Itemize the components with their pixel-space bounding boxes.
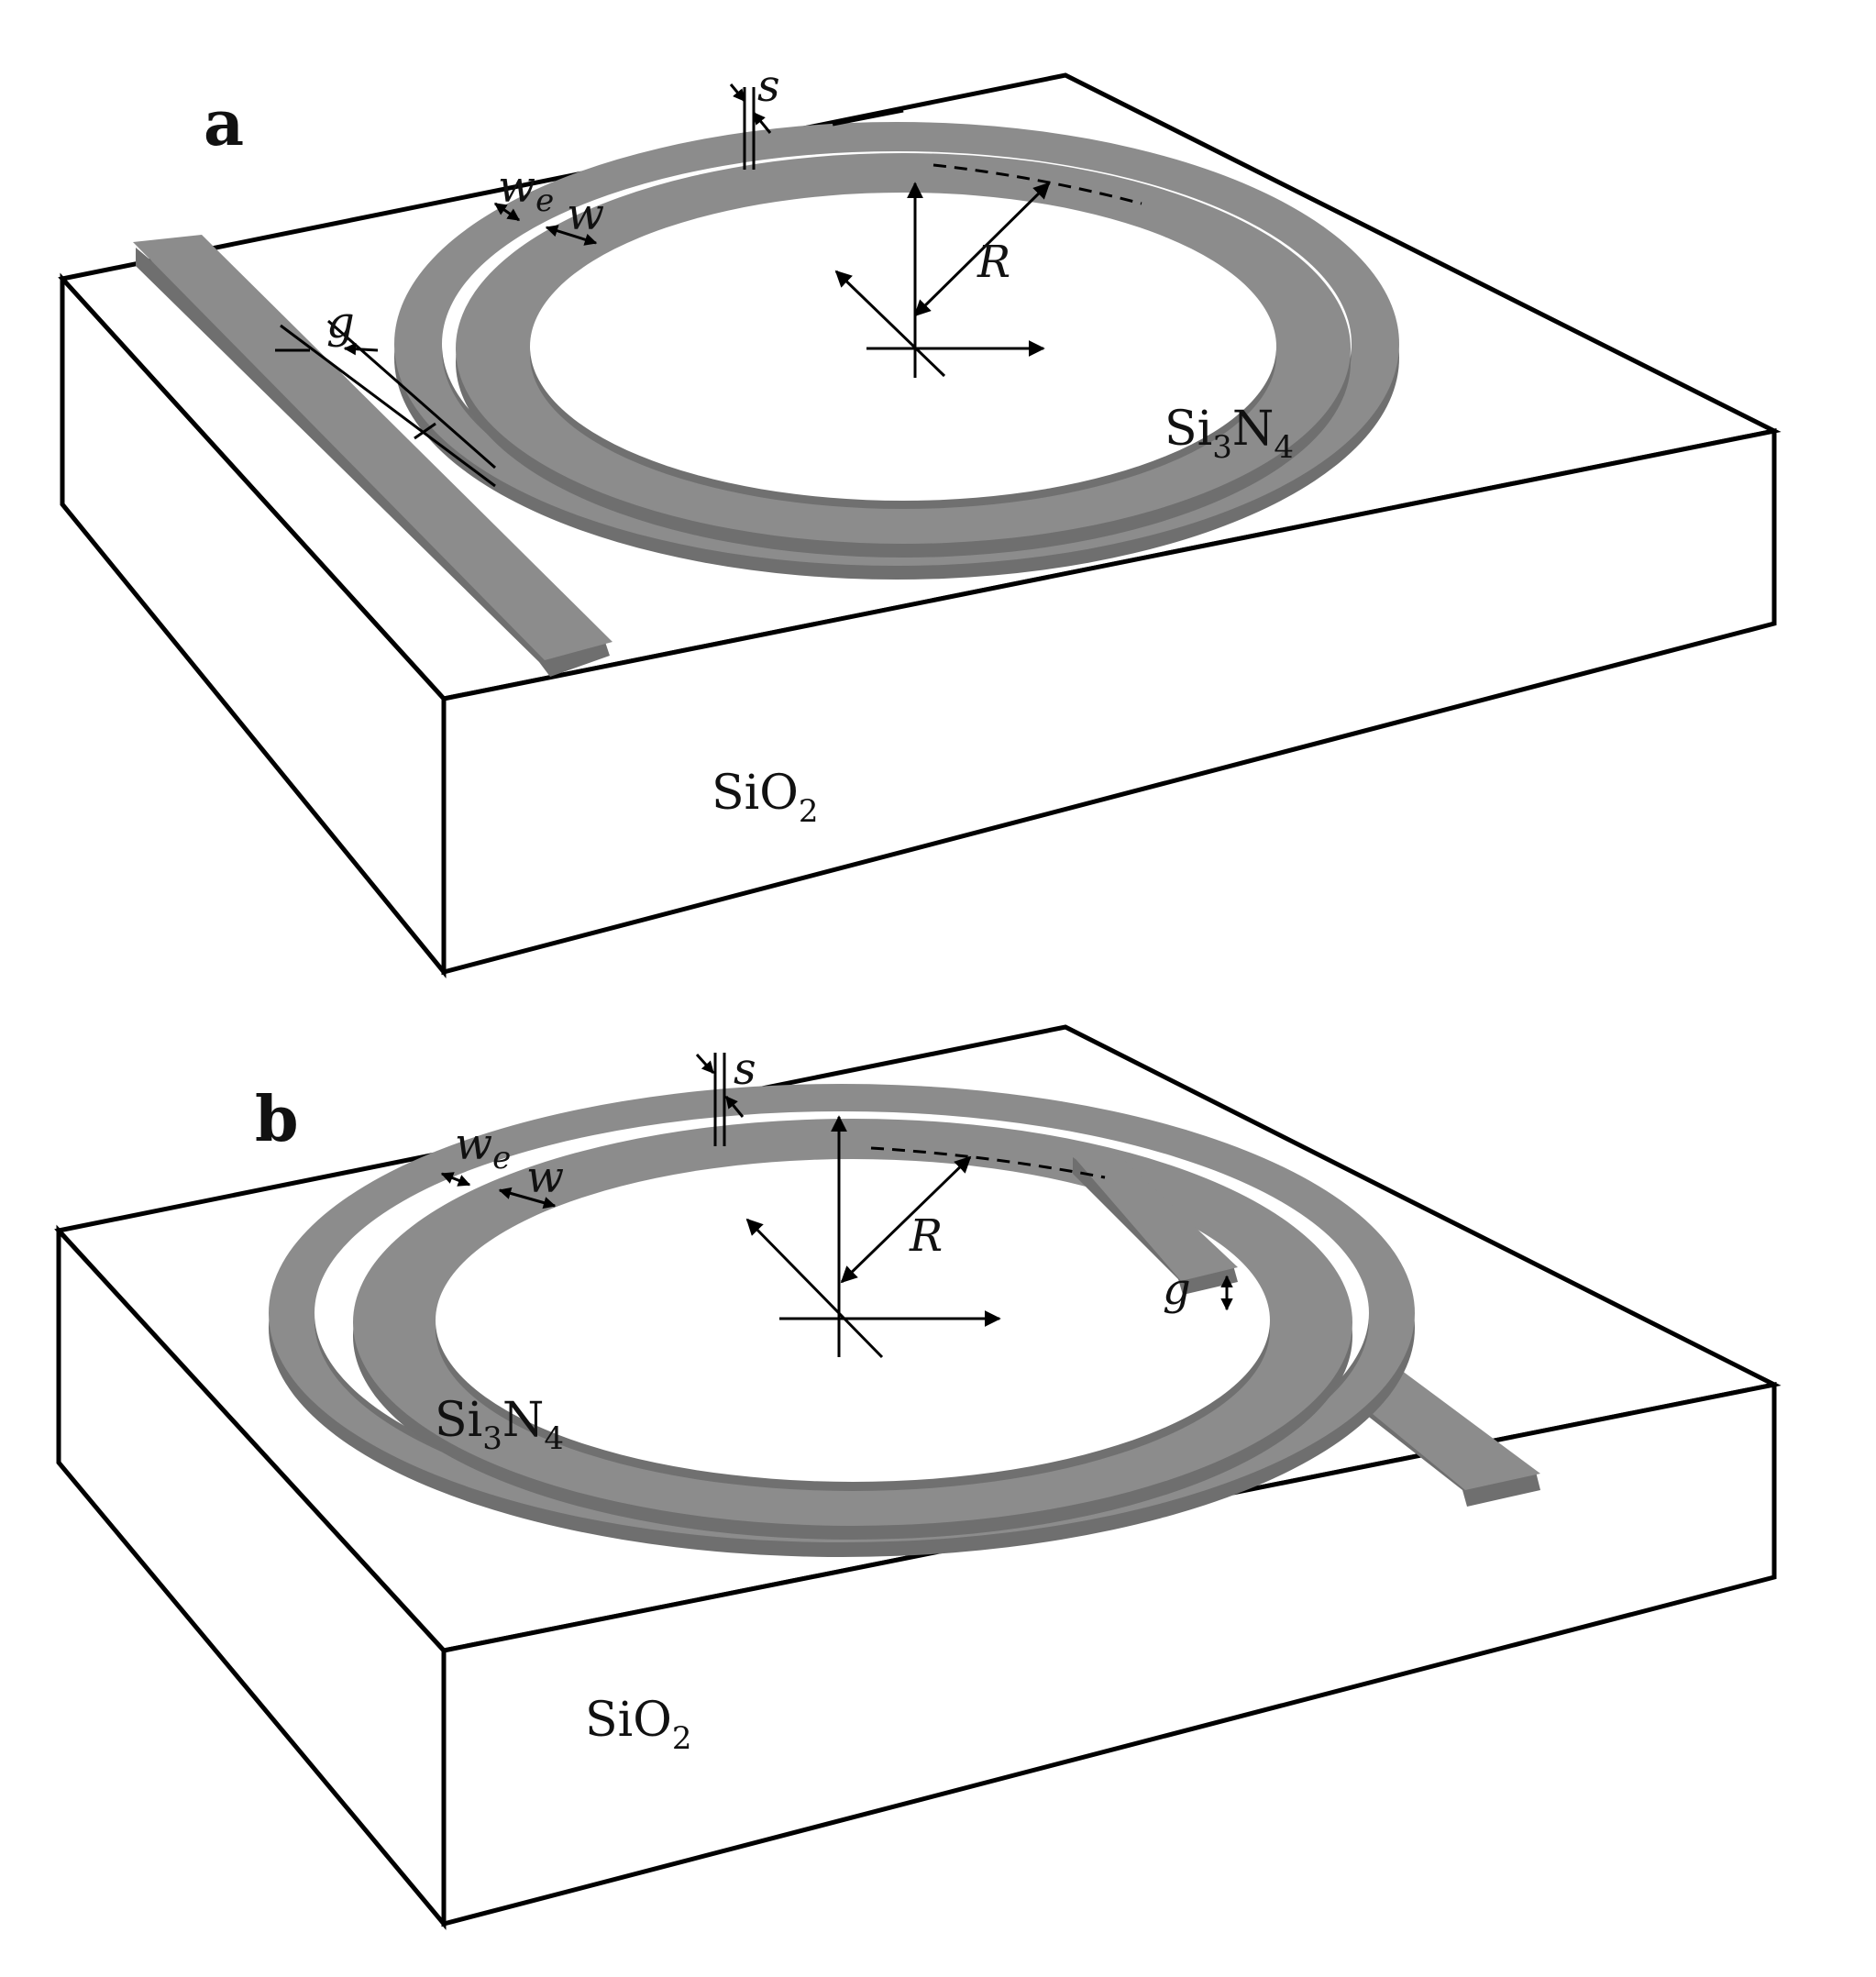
inner-ring-b	[353, 1119, 1352, 1540]
panel-a: a s we w g R Si3N4 SiO2	[58, 61, 1782, 979]
substrate-material-label: SiO2	[585, 1693, 692, 1757]
symbol-we: we	[498, 161, 554, 219]
substrate-side-face	[56, 1224, 447, 1930]
symbol-w: w	[526, 1152, 564, 1203]
axes-b	[745, 1115, 1106, 1359]
dimension-marks-a	[275, 83, 772, 488]
panel-label-b: b	[255, 1083, 299, 1156]
bus-waveguide-b-inner	[1071, 1151, 1238, 1295]
bus-waveguide-a	[133, 235, 612, 677]
substrate-material-label: SiO2	[712, 766, 819, 830]
dimension-marks-b	[440, 1053, 1233, 1311]
axes-a	[834, 163, 1142, 378]
symbol-we: we	[455, 1119, 511, 1176]
waveguide-material-label: Si3N4	[1164, 402, 1294, 466]
symbol-g: g	[326, 297, 355, 348]
symbol-R: R	[909, 1210, 943, 1262]
waveguide-material-label: Si3N4	[435, 1393, 564, 1457]
symbol-g: g	[1163, 1264, 1191, 1315]
panel-label-a: a	[204, 87, 244, 160]
substrate-edge-segment	[832, 107, 904, 127]
substrate-side-face	[60, 272, 447, 979]
symbol-s: s	[734, 1044, 756, 1095]
symbol-w: w	[567, 189, 604, 240]
panel-b: b s we w g R Si3N4 SiO2	[54, 1024, 1782, 1930]
symbol-s: s	[757, 61, 780, 112]
symbol-R: R	[977, 237, 1010, 288]
